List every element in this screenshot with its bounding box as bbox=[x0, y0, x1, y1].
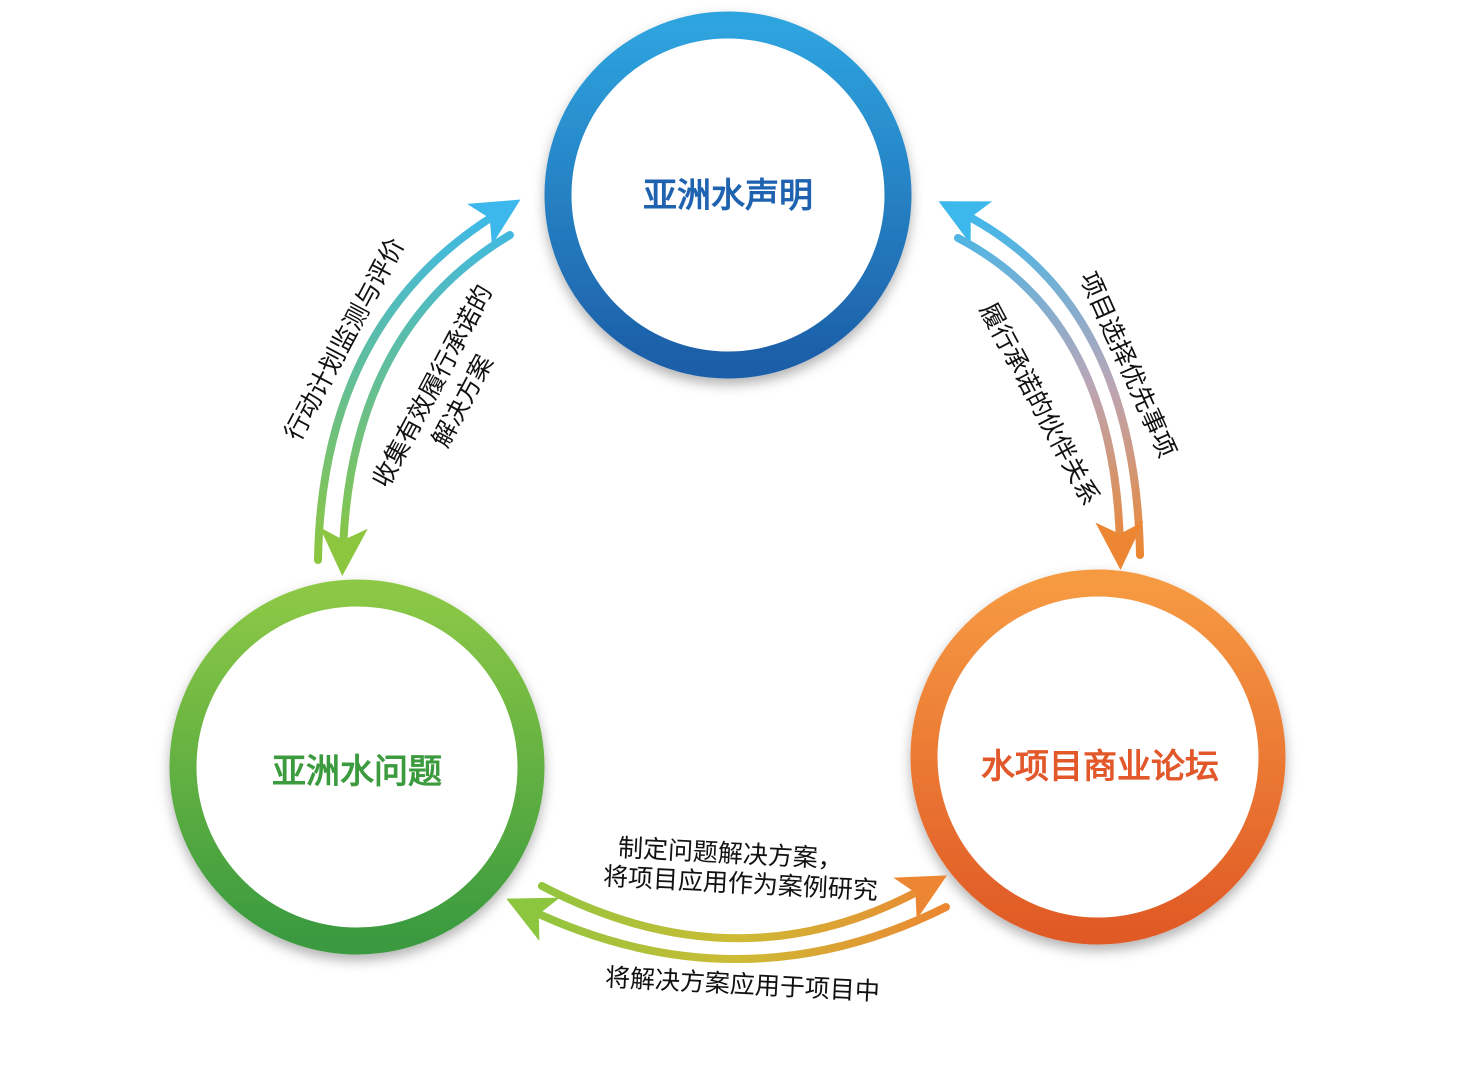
label-apply-solutions: 将解决方案应用于项目中 bbox=[604, 963, 880, 1006]
arrow-right-up bbox=[938, 201, 1144, 559]
node-asia-water-declaration: 亚洲水声明 bbox=[544, 11, 912, 379]
node-water-project-business-forum: 水项目商业论坛 bbox=[910, 569, 1286, 945]
arrow-left-up bbox=[314, 199, 521, 564]
node-label-right: 水项目商业论坛 bbox=[981, 747, 1219, 787]
arrow-right-down bbox=[954, 234, 1144, 570]
arrow-bottom-left bbox=[506, 897, 950, 963]
node-label-top: 亚洲水声明 bbox=[643, 176, 813, 216]
arrow-left-down bbox=[319, 231, 514, 576]
node-label-left: 亚洲水问题 bbox=[272, 752, 442, 792]
node-asia-water-issues: 亚洲水问题 bbox=[169, 579, 545, 955]
arrow-bottom-right bbox=[538, 875, 948, 943]
